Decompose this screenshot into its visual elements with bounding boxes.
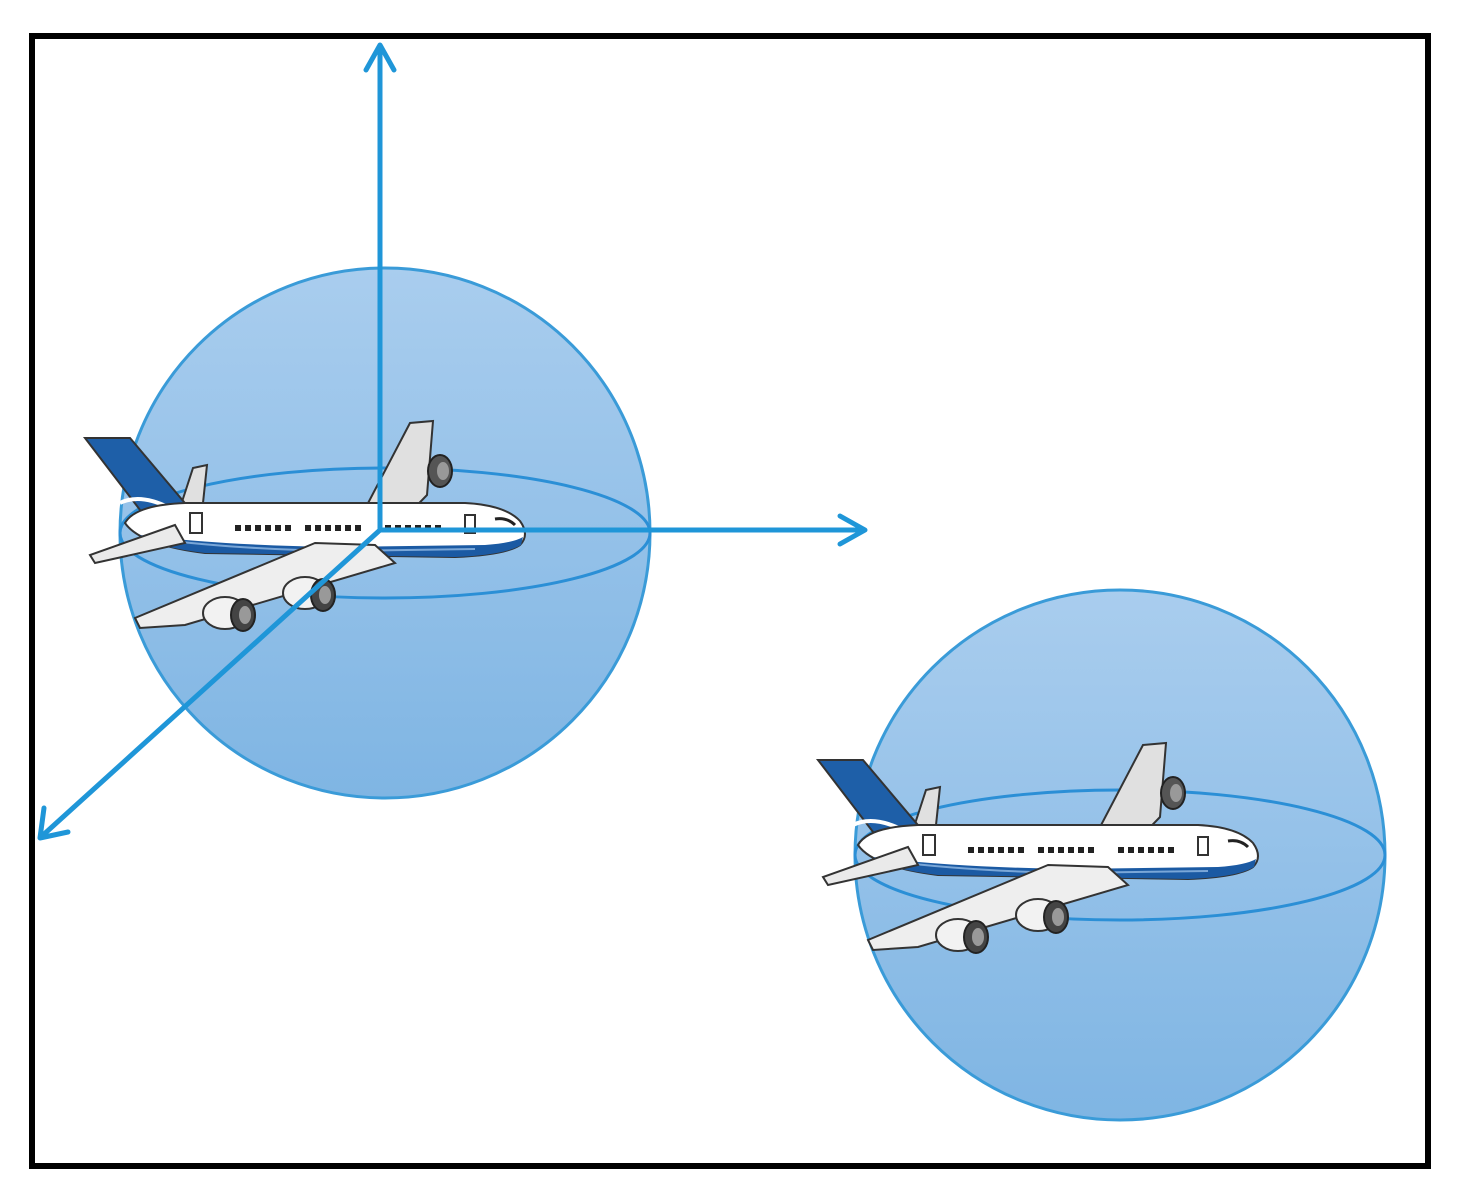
aircraft-without-axes — [816, 588, 1387, 1122]
aircraft-with-axes — [37, 42, 868, 841]
frame-border — [29, 33, 1431, 1169]
x-axis-arrowhead — [837, 513, 868, 547]
y-axis-arrowhead — [37, 805, 71, 841]
y-axis — [39, 527, 383, 839]
z-axis-arrowhead — [363, 42, 397, 73]
horizontal-ring — [118, 466, 652, 600]
coordinate-axes-icon — [37, 42, 868, 841]
